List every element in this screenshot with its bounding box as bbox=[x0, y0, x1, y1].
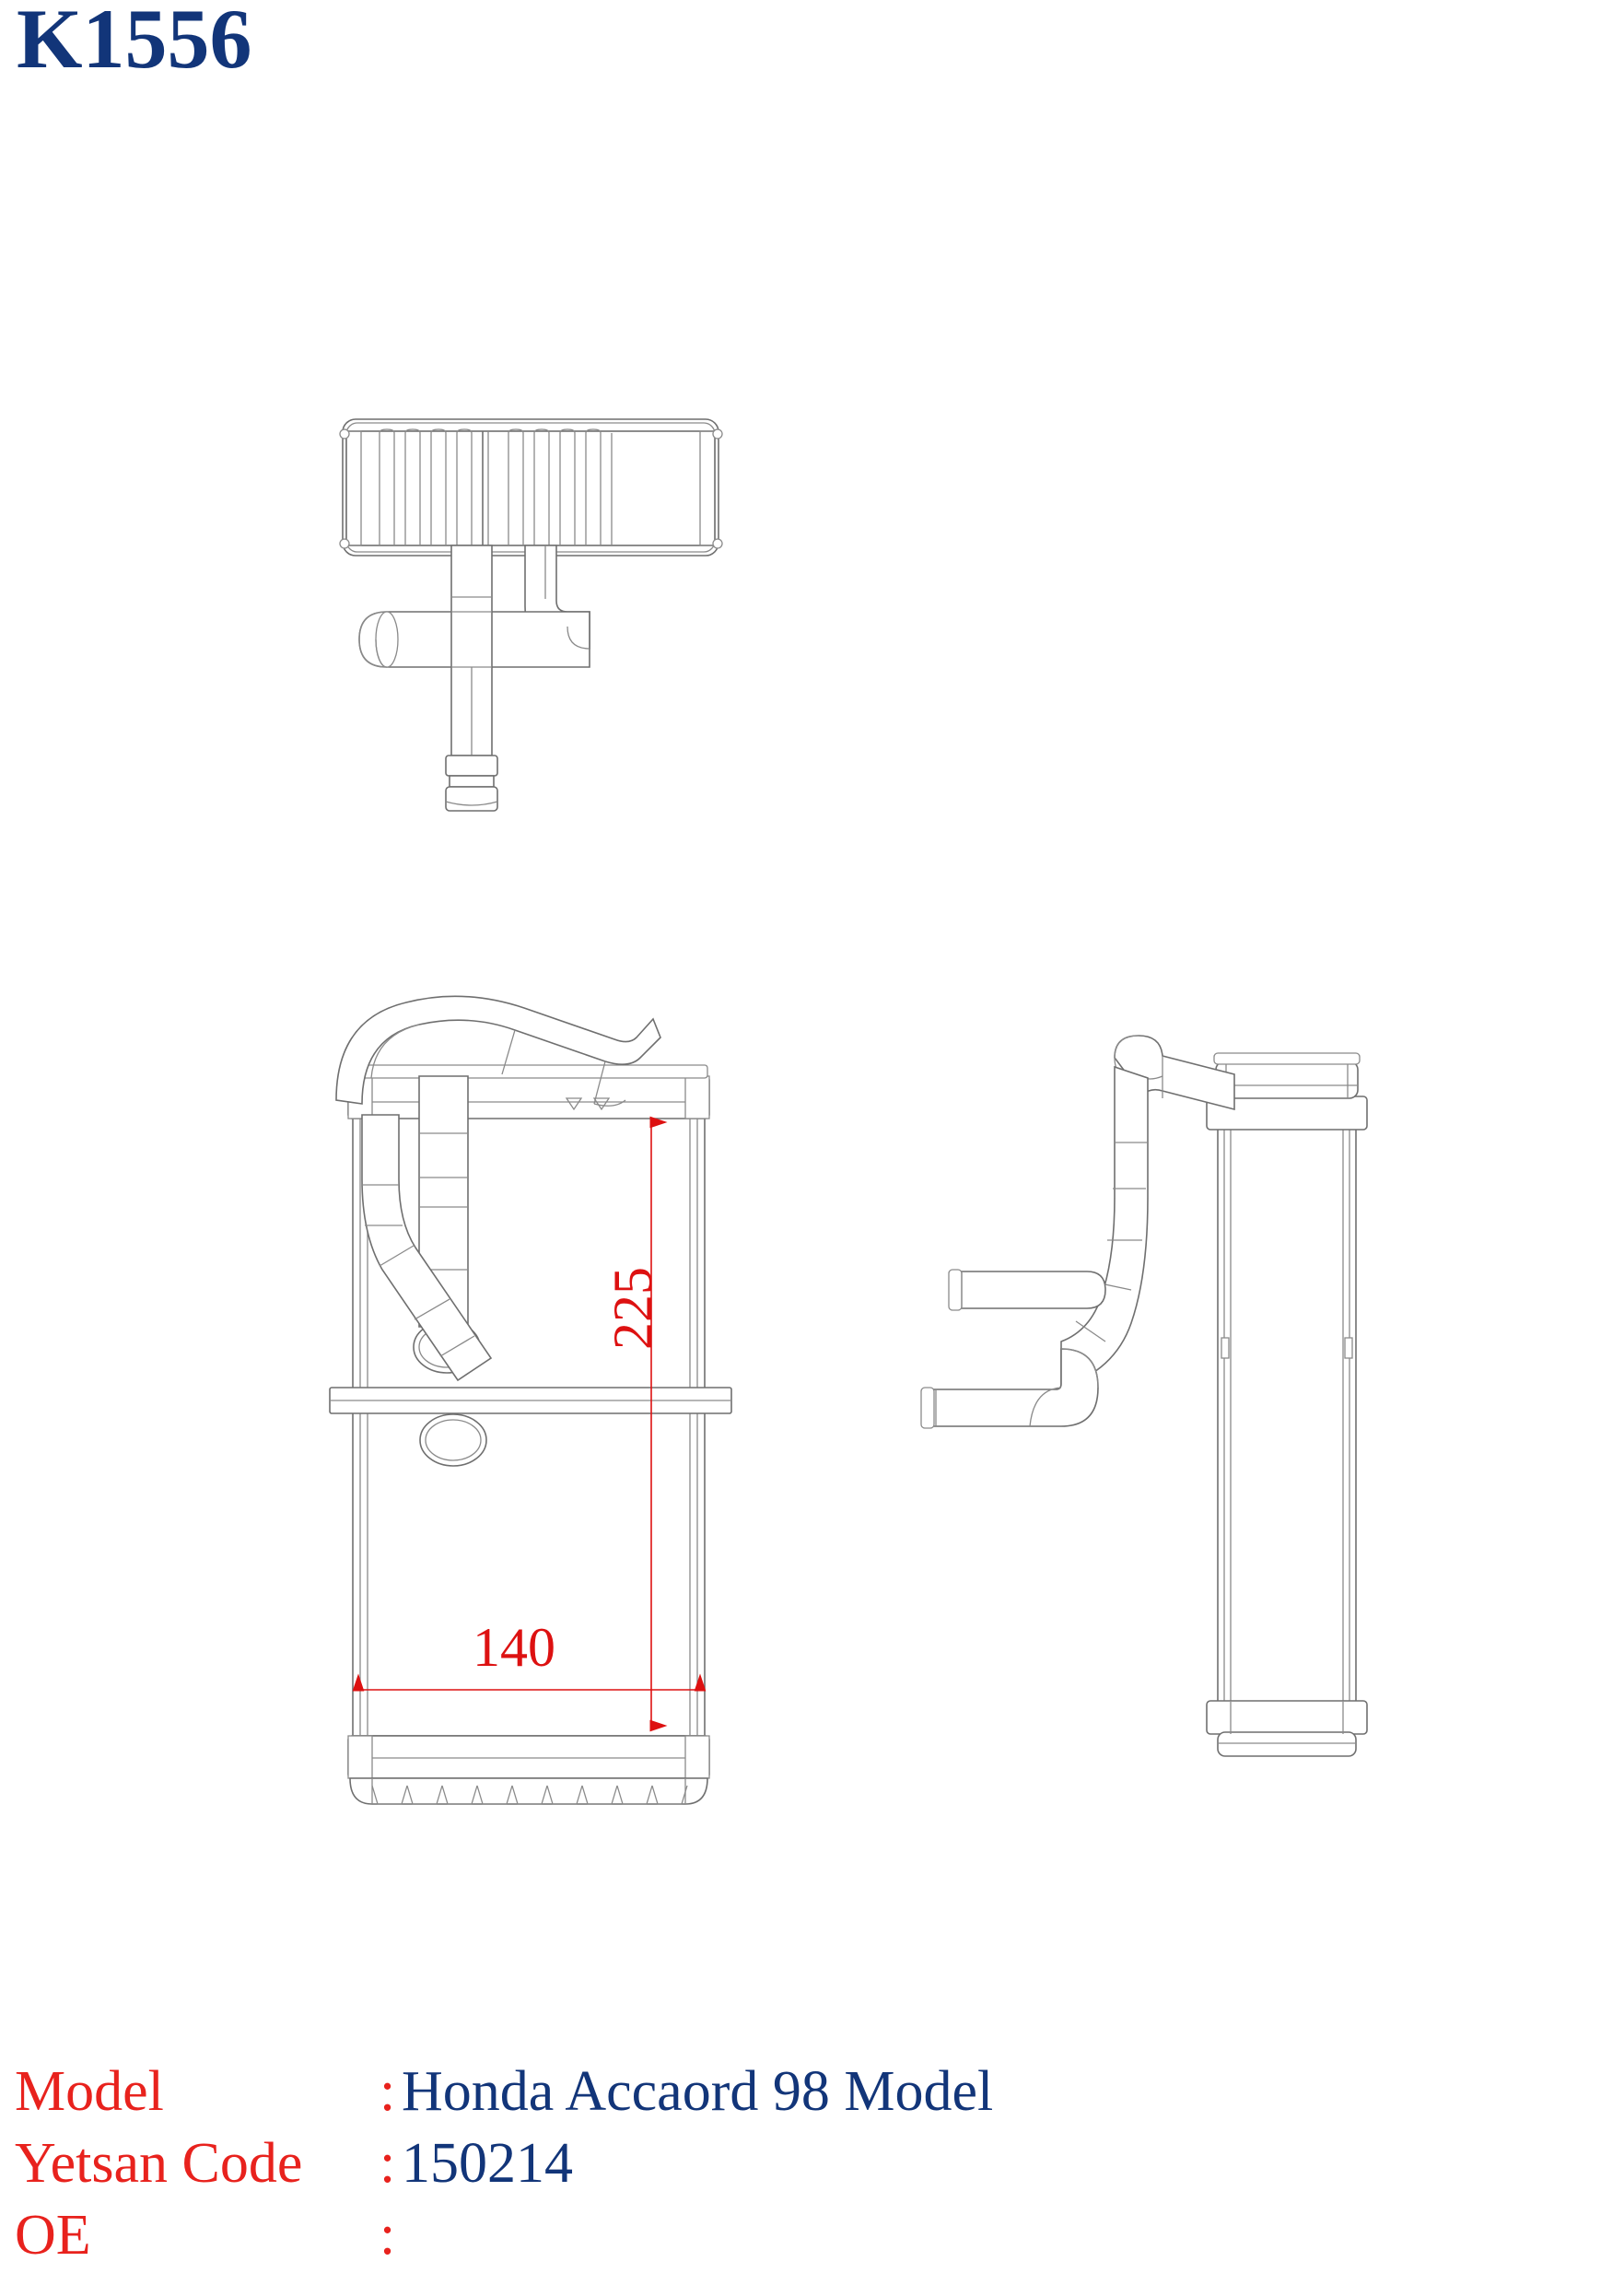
spec-label-oe: OE bbox=[15, 2204, 91, 2267]
spec-row-yetsan-code: Yetsan Code : 150214 bbox=[15, 2132, 1304, 2206]
dimension-width: 140 bbox=[352, 1617, 707, 1692]
spec-value-yetsan-code: 150214 bbox=[402, 2132, 573, 2195]
spec-label-yetsan-code: Yetsan Code bbox=[15, 2132, 303, 2195]
dimension-height: 225 bbox=[602, 1116, 668, 1732]
spec-row-oe: OE : bbox=[15, 2204, 1304, 2278]
spec-colon-model: : bbox=[380, 2060, 396, 2123]
view-front: 225 140 bbox=[329, 995, 732, 1805]
spec-block: Model : Honda Accaord 98 Model Yetsan Co… bbox=[15, 2060, 1304, 2278]
dimension-width-label: 140 bbox=[473, 1617, 555, 1678]
spec-colon-yetsan-code: : bbox=[380, 2132, 396, 2195]
spec-colon-oe: : bbox=[380, 2204, 396, 2267]
spec-row-model: Model : Honda Accaord 98 Model bbox=[15, 2060, 1304, 2134]
view-side bbox=[920, 1035, 1368, 1757]
page-title: K1556 bbox=[17, 0, 252, 86]
dimension-height-label: 225 bbox=[602, 1267, 663, 1350]
view-top bbox=[339, 418, 723, 812]
spec-value-model: Honda Accaord 98 Model bbox=[402, 2060, 994, 2123]
spec-label-model: Model bbox=[15, 2060, 164, 2123]
